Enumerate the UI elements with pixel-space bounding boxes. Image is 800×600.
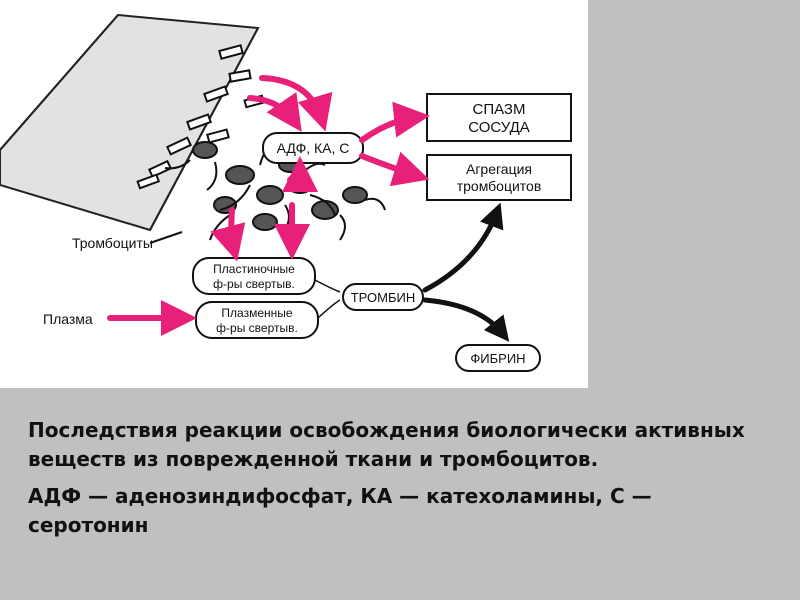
arrow-platelets-to-adf bbox=[281, 156, 318, 193]
arrow-vessel-to-adf-2 bbox=[247, 92, 302, 132]
plasma-factors-label-line2: ф-ры свертыв. bbox=[216, 321, 298, 335]
aggregation-label-line2: тромбоцитов bbox=[457, 178, 542, 194]
arrow-thrombin-to-fibrin bbox=[422, 297, 510, 342]
fibrin-label: ФИБРИН bbox=[470, 351, 525, 366]
spasm-label-line1: СПАЗМ bbox=[472, 101, 525, 118]
arrow-adf-to-aggregation bbox=[359, 151, 430, 187]
platelets-pointer bbox=[149, 231, 183, 244]
plate-factors-label-line1: Пластиночные bbox=[213, 262, 295, 276]
arrow-thrombin-to-aggregation bbox=[422, 202, 504, 293]
aggregation-box: Агрегация тромбоцитов bbox=[426, 154, 572, 201]
adf-label: АДФ, КА, С bbox=[277, 140, 350, 156]
connector-plate-to-thrombin bbox=[314, 279, 341, 293]
pink-arrows bbox=[107, 75, 430, 336]
aggregation-label-line1: Агрегация bbox=[466, 161, 532, 177]
plate-factors-label-line2: ф-ры свертыв. bbox=[213, 277, 295, 291]
caption-paragraph-2: АДФ — аденозиндифосфат, КА — катехоламин… bbox=[28, 484, 652, 537]
black-connectors bbox=[314, 279, 341, 319]
platelets-label: Тромбоциты bbox=[72, 235, 153, 251]
thrombin-label: ТРОМБИН bbox=[351, 290, 416, 305]
diagram-panel: СПАЗМ СОСУДА Агрегация тромбоцитов АДФ, … bbox=[0, 0, 588, 388]
plate-factors-box: Пластиночные ф-ры свертыв. bbox=[192, 257, 316, 295]
adf-box: АДФ, КА, С bbox=[262, 132, 364, 164]
fibrin-box: ФИБРИН bbox=[455, 344, 541, 372]
arrow-platelets-to-plate-factors bbox=[210, 207, 246, 262]
arrow-vessel-to-adf bbox=[259, 75, 333, 132]
caption: Последствия реакции освобождения биологи… bbox=[28, 416, 768, 548]
thrombin-box: ТРОМБИН bbox=[342, 283, 424, 311]
damaged-vessel bbox=[0, 13, 265, 232]
spasm-label-line2: СОСУДА bbox=[468, 119, 530, 136]
black-arrows bbox=[422, 202, 510, 342]
connector-plasma-to-thrombin bbox=[317, 299, 341, 319]
plasma-factors-box: Плазменные ф-ры свертыв. bbox=[195, 301, 319, 339]
spasm-box: СПАЗМ СОСУДА bbox=[426, 93, 572, 142]
arrow-adf-to-spasm bbox=[359, 101, 430, 143]
diagram: СПАЗМ СОСУДА Агрегация тромбоцитов АДФ, … bbox=[0, 13, 572, 372]
caption-paragraph-1: Последствия реакции освобождения биологи… bbox=[28, 418, 745, 471]
plasma-label: Плазма bbox=[43, 311, 93, 327]
plasma-factors-label-line1: Плазменные bbox=[221, 306, 292, 320]
